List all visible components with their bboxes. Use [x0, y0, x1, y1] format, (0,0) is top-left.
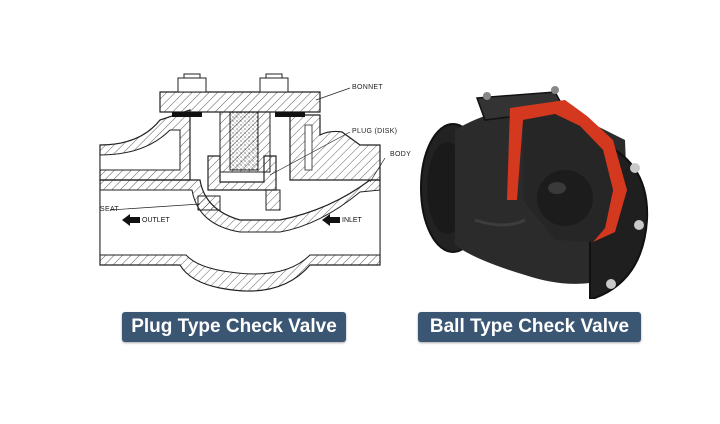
ball-check-valve-image	[420, 86, 649, 299]
ball-type-label: Ball Type Check Valve	[418, 312, 641, 342]
outlet-text: OUTLET	[142, 216, 170, 224]
arrow-left-icon	[122, 214, 130, 226]
inlet-text: INLET	[342, 216, 362, 224]
callout-seat: SEAT	[100, 206, 119, 213]
plug-type-label: Plug Type Check Valve	[122, 312, 346, 342]
arrow-left-icon	[322, 214, 330, 226]
callout-bonnet: BONNET	[352, 84, 383, 91]
callout-plug: PLUG (DISK)	[352, 128, 398, 135]
outlet-flow-label: OUTLET	[122, 214, 170, 226]
arrow-shaft	[130, 217, 140, 223]
inlet-flow-label: INLET	[322, 214, 362, 226]
plug-check-valve-diagram	[99, 73, 386, 292]
callout-body: BODY	[390, 151, 412, 158]
arrow-shaft	[330, 217, 340, 223]
